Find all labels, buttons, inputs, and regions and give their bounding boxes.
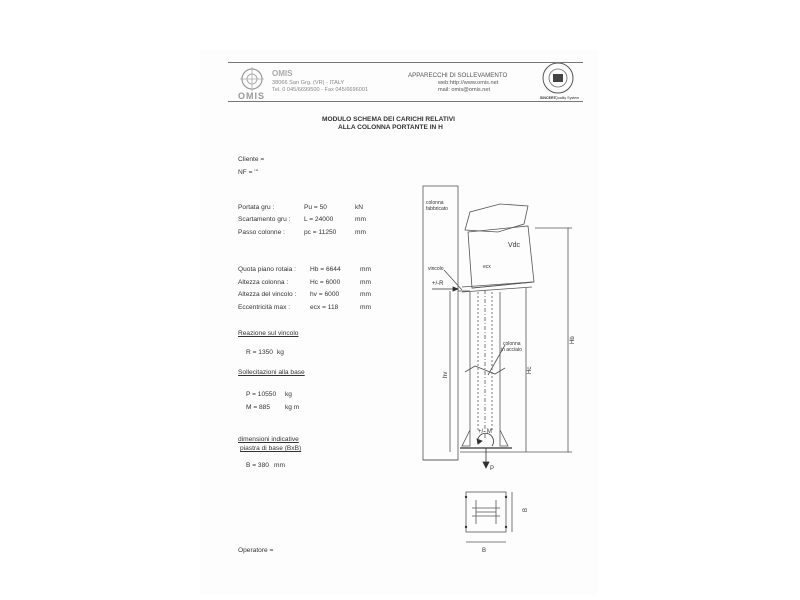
param-label: Eccentricità max : (238, 304, 291, 311)
param-label: Scartamento gru : (238, 216, 291, 223)
base-plate-plan (465, 491, 507, 533)
param-value: pc = 11250 (304, 229, 337, 236)
reaction-value: R = 1350 (246, 349, 273, 356)
stress-unit: kg (285, 391, 292, 398)
param-unit: mm (360, 266, 371, 273)
nf-field: NF = ''' (238, 169, 259, 176)
param-value: Pu = 50 (304, 204, 327, 211)
label-colonna-acciaio: colonna (503, 341, 521, 347)
column-load-diagram: colonna fabbricato Vdc vincolo ecx +/-R … (422, 185, 576, 554)
label-hc: Hc (527, 367, 533, 374)
company-address: 38066 San Grg. (VR) - ITALY (272, 80, 345, 86)
cliente-field: Cliente = (238, 156, 265, 163)
label-colonna-fabbricato: colonna (426, 200, 444, 206)
reaction-heading: Reazione sul vincolo (238, 330, 299, 337)
certification-label: Quality System (555, 96, 580, 100)
param-value: ecx = 118 (310, 304, 339, 311)
mail-link[interactable]: mail: omis@omis.net (438, 87, 490, 93)
param-label: Portata gru : (238, 204, 275, 211)
web-link[interactable]: web:http://www.omis.net (438, 80, 499, 86)
operator-field: Operatore = (238, 547, 274, 554)
label-moment: +/- M (478, 429, 492, 435)
reaction-unit: kg (277, 349, 284, 356)
stress-unit: kg m (285, 404, 300, 411)
param-value: Hb = 6644 (310, 266, 341, 273)
header-bottom-rule (228, 101, 583, 102)
label-b-side: B (523, 508, 529, 512)
business-line: APPARECCHI DI SOLLEVAMENTO (408, 72, 508, 79)
param-label: Passo colonne : (238, 229, 285, 236)
label-hb: Hb (570, 336, 576, 344)
building-column (422, 185, 459, 461)
label-hv: hv (443, 372, 449, 378)
label-vincolo: vincolo (428, 266, 444, 272)
param-label: Altezza colonna : (238, 279, 289, 286)
stress-value: M = 885 (246, 404, 271, 411)
param-value: L = 24000 (304, 216, 334, 223)
label-r-force: +/-R (432, 281, 444, 287)
title-line-2: ALLA COLONNA PORTANTE IN H (338, 124, 443, 131)
document-page (200, 50, 598, 595)
logo-text: OMIS (238, 91, 266, 101)
header-top-rule (228, 62, 583, 63)
company-phone: Tel. 0 045/6699500 - Fax 045/6696001 (272, 87, 369, 93)
title-line-1: MODULO SCHEMA DEI CARICHI RELATIVI (322, 116, 455, 123)
omis-logo-icon (240, 67, 264, 91)
param-unit: mm (355, 216, 366, 223)
certification-mark: SINCERT (540, 96, 556, 100)
certification-seal-icon (542, 62, 574, 94)
crane-beam-web (467, 225, 535, 289)
label-vdc: Vdc (508, 242, 521, 249)
crane-rail (464, 203, 529, 233)
param-unit: kN (355, 204, 364, 211)
base-plate-heading-2: piastra di base (BxB) (240, 445, 302, 452)
label-in-acciaio: in acciaio (501, 347, 522, 353)
param-label: Quota piano rotaia : (238, 266, 296, 273)
label-ecx: ecx (483, 264, 491, 270)
base-plate-heading-1: dimensioni indicative (238, 436, 299, 443)
base-plate-value: B = 380 (246, 462, 269, 469)
param-unit: mm (360, 279, 371, 286)
param-value: Hc = 6000 (310, 279, 341, 286)
company-name: OMIS (272, 69, 293, 78)
param-unit: mm (355, 229, 366, 236)
param-label: Altezza del vincolo : (238, 291, 297, 298)
label-b-bottom: B (482, 548, 486, 554)
stress-value: P = 10550 (246, 391, 277, 398)
param-value: hv = 6000 (310, 291, 340, 298)
param-unit: mm (360, 291, 371, 298)
base-plate-unit: mm (274, 462, 285, 469)
stresses-heading: Sollecitazioni alla base (238, 369, 305, 376)
label-p-force: P (490, 466, 494, 472)
param-unit: mm (360, 304, 371, 311)
label-fabbricato: fabbricato (426, 206, 448, 212)
